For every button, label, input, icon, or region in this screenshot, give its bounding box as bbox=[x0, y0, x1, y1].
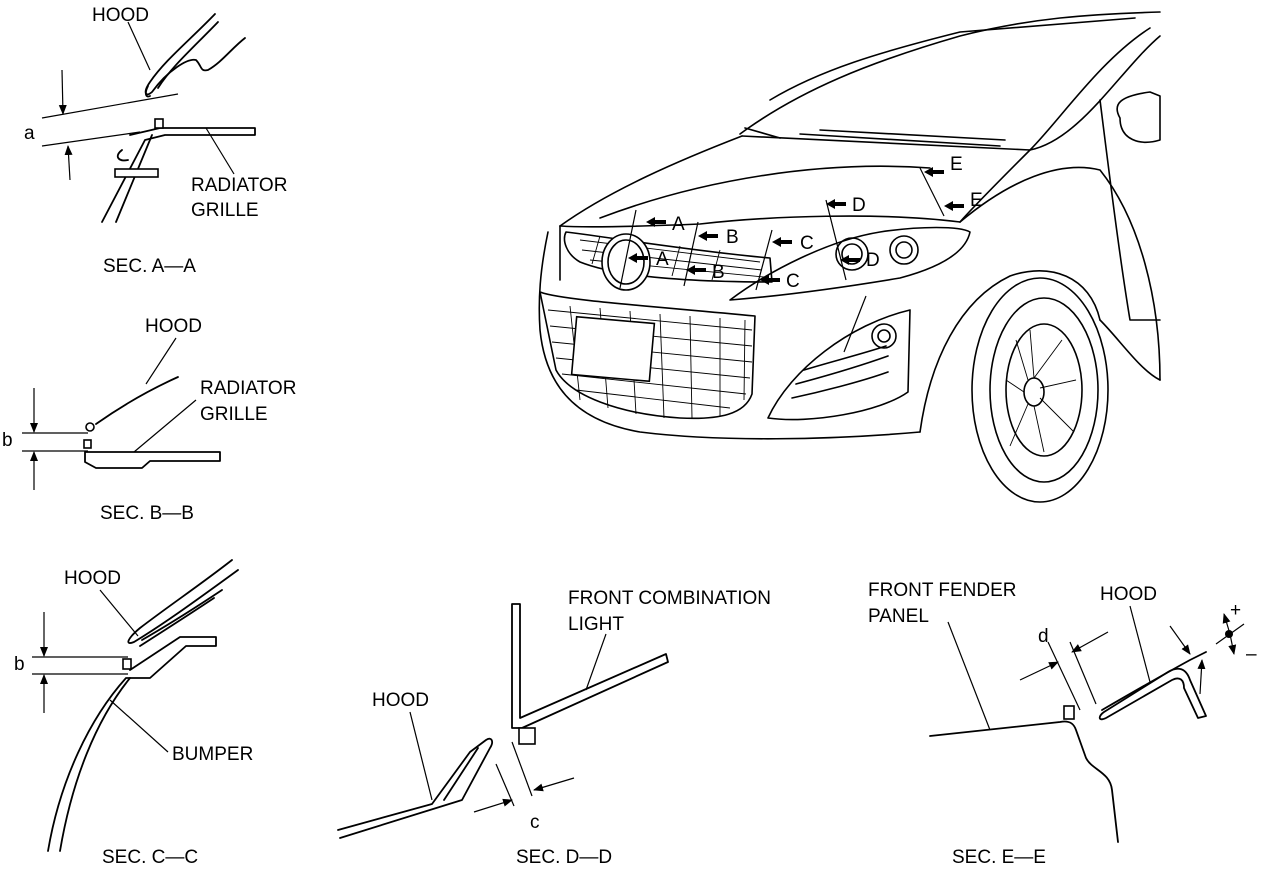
arrow-left-icon bbox=[686, 265, 706, 275]
marker-b-lower: B bbox=[712, 262, 725, 283]
gap-b-dimension bbox=[22, 388, 88, 490]
hood-panel bbox=[1063, 651, 1207, 721]
gap-a-dimension bbox=[41, 69, 179, 181]
marker-e-upper: E bbox=[950, 154, 963, 175]
section-markers: A A B B C C D D E E bbox=[628, 154, 983, 292]
vehicle-front-view bbox=[538, 11, 1161, 503]
section-caption: SEC. A—A bbox=[103, 256, 196, 277]
radiator-grille bbox=[83, 439, 221, 469]
dimension-label-c: c bbox=[530, 812, 540, 833]
gap-c-dimension bbox=[473, 741, 575, 813]
section-c-c: HOOD BUMPER b SEC. C—C bbox=[14, 559, 253, 868]
hood-panel bbox=[127, 559, 239, 647]
dimension-label-a: a bbox=[24, 123, 35, 144]
arrow-left-icon bbox=[826, 199, 846, 209]
hood-label: HOOD bbox=[372, 690, 429, 711]
hood-panel bbox=[144, 13, 246, 98]
marker-a-upper: A bbox=[672, 214, 685, 235]
arrow-left-icon bbox=[944, 201, 964, 211]
hood-label: HOOD bbox=[64, 568, 121, 589]
marker-b-upper: B bbox=[726, 227, 739, 248]
arrow-left-icon bbox=[698, 231, 718, 241]
arrow-left-icon bbox=[772, 237, 792, 247]
radiator-grille bbox=[101, 118, 256, 223]
front-combination-light bbox=[511, 603, 669, 745]
section-caption: SEC. E—E bbox=[952, 847, 1046, 868]
dimension-label-d: d bbox=[1038, 626, 1049, 647]
section-caption: SEC. B—B bbox=[100, 503, 194, 524]
bumper-label: BUMPER bbox=[172, 744, 253, 765]
dimension-label-b: b bbox=[14, 654, 25, 675]
section-a-a: HOOD RADIATOR GRILLE a SEC. A—A bbox=[24, 5, 287, 277]
marker-c-upper: C bbox=[800, 233, 814, 254]
minus-sign: – bbox=[1246, 644, 1257, 665]
front-wheel bbox=[971, 277, 1109, 503]
hood-label: HOOD bbox=[92, 5, 149, 26]
height-adjust-dimension bbox=[1169, 613, 1245, 695]
hood-label: HOOD bbox=[145, 316, 202, 337]
hood-label: HOOD bbox=[1100, 584, 1157, 605]
dimension-label-b: b bbox=[2, 430, 13, 451]
marker-d-upper: D bbox=[852, 195, 866, 216]
hood-panel bbox=[337, 737, 493, 839]
gap-b-dimension bbox=[32, 612, 128, 713]
radiator-grille-label-line2: GRILLE bbox=[191, 200, 259, 221]
marker-e-lower: E bbox=[970, 190, 983, 211]
bumper bbox=[47, 636, 217, 852]
radiator-grille-label-line2: GRILLE bbox=[200, 404, 268, 425]
front-fender-panel bbox=[929, 720, 1119, 843]
radiator-grille-label-line1: RADIATOR bbox=[200, 378, 296, 399]
marker-c-lower: C bbox=[786, 271, 800, 292]
gap-d-dimension bbox=[1019, 631, 1109, 711]
section-caption: SEC. C—C bbox=[102, 847, 198, 868]
marker-a-lower: A bbox=[656, 249, 669, 270]
front-combination-light-label-line2: LIGHT bbox=[568, 614, 624, 635]
section-b-b: HOOD RADIATOR GRILLE b SEC. B—B bbox=[2, 316, 296, 524]
hood-panel bbox=[85, 376, 179, 432]
front-fender-panel-label-line1: FRONT FENDER bbox=[868, 580, 1016, 601]
plus-sign: + bbox=[1230, 600, 1241, 621]
radiator-grille-label-line1: RADIATOR bbox=[191, 175, 287, 196]
section-caption: SEC. D—D bbox=[516, 847, 612, 868]
marker-d-lower: D bbox=[866, 250, 880, 271]
section-d-d: HOOD FRONT COMBINATION LIGHT c SEC. D—D bbox=[337, 588, 771, 868]
section-e-e: FRONT FENDER PANEL HOOD d + – SEC. E—E bbox=[868, 580, 1257, 868]
front-combination-light-label-line1: FRONT COMBINATION bbox=[568, 588, 771, 609]
front-fender-panel-label-line2: PANEL bbox=[868, 606, 929, 627]
